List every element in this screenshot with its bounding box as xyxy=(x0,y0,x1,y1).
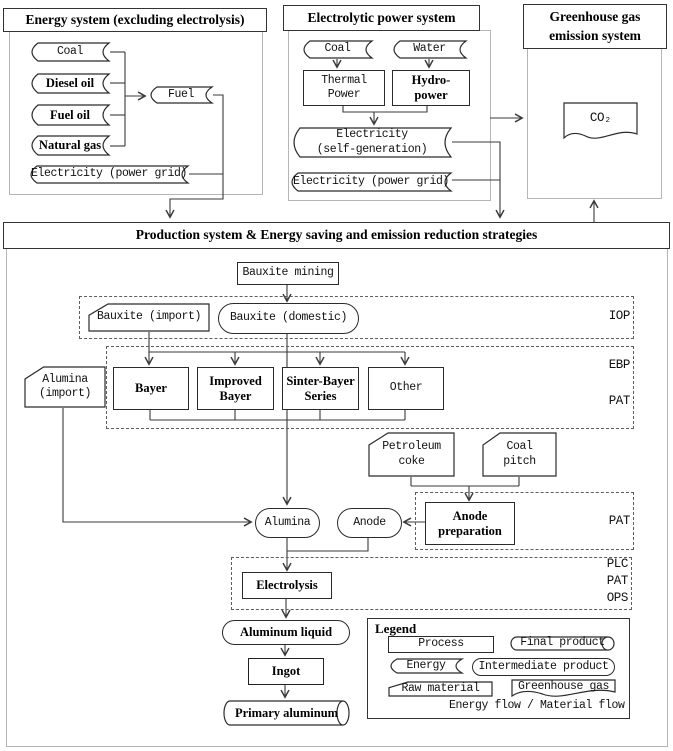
legend-final-product-label: Final product xyxy=(520,636,605,650)
natural-gas-node: Natural gas xyxy=(30,135,111,156)
pat-anode-strategy-box xyxy=(415,492,634,550)
fuel-oil-node: Fuel oil xyxy=(30,104,111,126)
legend-intermediate-node: Intermediate product xyxy=(472,658,615,676)
natural-gas-label: Natural gas xyxy=(38,138,102,152)
other-process-label: Other xyxy=(389,381,423,395)
diesel-oil-node: Diesel oil xyxy=(30,73,111,94)
electricity-grid2-node: Electricity (power grid) xyxy=(290,172,453,192)
fuel-node: Fuel xyxy=(149,86,214,104)
legend-greenhouse-gas-node: Greenhouse gas xyxy=(511,679,616,699)
legend-final-product-node: Final product xyxy=(510,636,615,651)
bayer-label: Bayer xyxy=(135,381,167,395)
legend-energy-node: Energy xyxy=(389,658,465,674)
electricity-grid-node: Electricity (power grid) xyxy=(29,165,190,184)
iop-strategy-box xyxy=(79,296,634,339)
arrow-energy-to-production xyxy=(170,94,224,217)
co2-label: CO₂ xyxy=(589,110,612,125)
fuel-oil-label: Fuel oil xyxy=(50,107,90,122)
energy-system-title-label: Energy system (excluding electrolysis) xyxy=(25,11,245,27)
bauxite-mining-node: Bauxite mining xyxy=(237,262,339,285)
ebp-label: EBP xyxy=(608,358,631,372)
diesel-oil-label: Diesel oil xyxy=(45,76,95,90)
production-system-banner-label: Production system & Energy saving and em… xyxy=(135,227,538,243)
water-label: Water xyxy=(413,42,446,56)
electrolytic-system-title-label: Electrolytic power system xyxy=(307,9,456,25)
co2-node: CO₂ xyxy=(563,102,638,141)
production-system-banner: Production system & Energy saving and em… xyxy=(3,222,670,249)
ingot-label: Ingot xyxy=(271,664,301,678)
wire-power-merge xyxy=(342,104,428,113)
bauxite-domestic-label: Bauxite (domestic) xyxy=(229,311,348,325)
electrolysis-label: Electrolysis xyxy=(256,578,318,592)
hydro-power-node: Hydro-power xyxy=(392,70,470,106)
legend-raw-material-node: Raw material xyxy=(388,681,493,697)
other-process-node: Other xyxy=(368,367,444,410)
ingot-node: Ingot xyxy=(248,658,324,685)
bauxite-domestic-node: Bauxite (domestic) xyxy=(218,303,359,334)
ebp-pat-strategy-box xyxy=(106,346,634,429)
aluminum-liquid-node: Aluminum liquid xyxy=(222,620,350,645)
legend-title: Legend xyxy=(375,621,417,636)
ops-label: OPS xyxy=(606,591,629,605)
electrolytic-system-title: Electrolytic power system xyxy=(283,5,480,31)
alumina-import-label: Alumina(import) xyxy=(38,372,91,400)
electricity-selfgen-node: Electricity(self-generation) xyxy=(292,127,453,158)
legend-intermediate-label: Intermediate product xyxy=(478,659,609,673)
electrolysis-node: Electrolysis xyxy=(242,572,332,599)
legend-flow-label: Energy flow / Material flow xyxy=(449,699,625,712)
primary-aluminum-label: Primary aluminum xyxy=(234,705,339,720)
water-node: Water xyxy=(392,40,468,59)
alumina-label: Alumina xyxy=(264,515,311,529)
electricity-selfgen-label: Electricity(self-generation) xyxy=(316,128,428,156)
coal-node: Coal xyxy=(30,42,111,62)
legend-energy-label: Energy xyxy=(406,658,446,672)
aluminum-liquid-label: Aluminum liquid xyxy=(239,625,333,639)
pat-anode-label: PAT xyxy=(608,514,631,528)
legend-greenhouse-gas-label: Greenhouse gas xyxy=(517,680,610,694)
bauxite-import-label: Bauxite (import) xyxy=(96,310,202,324)
plc-label: PLC xyxy=(606,557,629,571)
electro-coal-node: Coal xyxy=(302,40,374,59)
bauxite-import-node: Bauxite (import) xyxy=(88,303,210,332)
energy-system-title: Energy system (excluding electrolysis) xyxy=(3,8,267,32)
coal-label: Coal xyxy=(56,44,83,58)
bauxite-mining-label: Bauxite mining xyxy=(242,266,334,280)
electricity-grid-label: Electricity (power grid) xyxy=(30,167,188,181)
electro-coal-label: Coal xyxy=(324,42,351,56)
arrow-alumina-import-to-alumina xyxy=(62,408,251,522)
arrow-electrolytic-to-production xyxy=(452,141,500,217)
iop-label: IOP xyxy=(608,309,631,323)
electricity-grid2-label: Electricity (power grid) xyxy=(292,174,450,188)
bayer-node: Bayer xyxy=(113,367,189,410)
alumina-node: Alumina xyxy=(255,508,320,538)
anode-node: Anode xyxy=(337,508,402,538)
legend-raw-material-label: Raw material xyxy=(401,681,480,695)
anode-label: Anode xyxy=(353,515,386,529)
legend-process-node: Process xyxy=(388,636,494,653)
plc-pat-ops-strategy-box xyxy=(231,557,632,610)
hydro-power-label: Hydro-power xyxy=(411,73,451,102)
pat-ebp-label: PAT xyxy=(608,394,631,408)
wire-anode-down xyxy=(287,536,369,552)
legend-process-label: Process xyxy=(418,637,464,651)
primary-aluminum-node: Primary aluminum xyxy=(223,700,350,726)
fuel-label: Fuel xyxy=(167,87,194,101)
pat-elec-label: PAT xyxy=(606,574,629,588)
alumina-import-node: Alumina(import) xyxy=(24,366,106,408)
